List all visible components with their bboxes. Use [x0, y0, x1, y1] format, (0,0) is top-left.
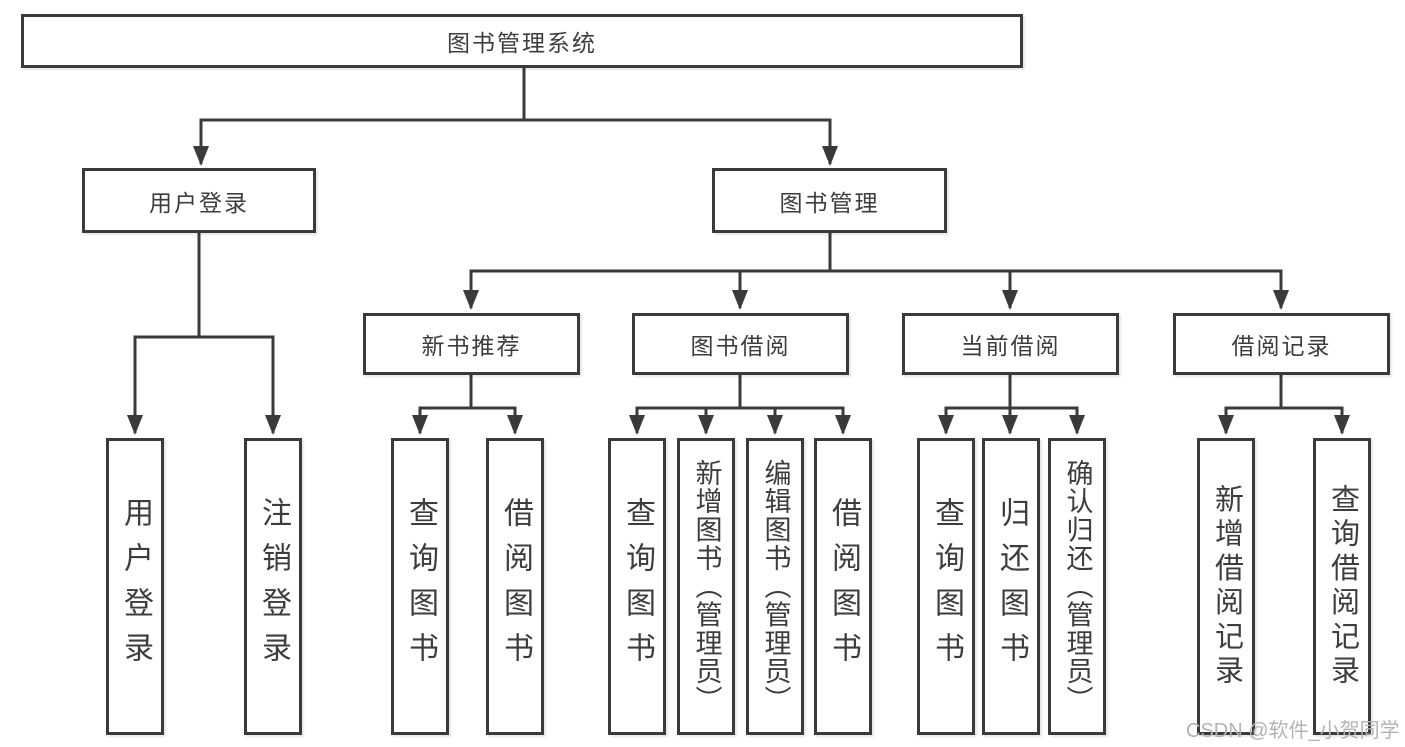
node-borrow-books-2: 借阅图书 [814, 438, 872, 735]
node-borrow-records: 借阅记录 [1173, 313, 1390, 375]
node-label: 编辑图书（管理员） [760, 458, 791, 715]
node-library-system: 图书管理系统 [21, 14, 1023, 68]
node-user-login-branch: 用户登录 [82, 168, 316, 233]
node-book-management: 图书管理 [712, 168, 947, 233]
node-label: 借阅记录 [1231, 333, 1332, 359]
node-label: 归还图书 [995, 496, 1028, 677]
node-label: 新增图书（管理员） [691, 458, 722, 715]
node-query-borrow-record: 查询借阅记录 [1313, 438, 1371, 735]
node-label: 图书借阅 [690, 333, 791, 359]
node-label: 借阅图书 [827, 496, 860, 677]
node-label: 当前借阅 [960, 333, 1061, 359]
node-label: 确认归还（管理员） [1062, 458, 1093, 715]
node-label: 查询图书 [930, 496, 963, 677]
node-label: 图书管理系统 [447, 30, 597, 56]
node-add-borrow-record: 新增借阅记录 [1197, 438, 1255, 735]
node-label: 用户登录 [119, 496, 152, 677]
node-confirm-return-admin: 确认归还（管理员） [1048, 438, 1106, 735]
csdn-watermark: CSDN @软件_小贺同学 [1186, 720, 1400, 742]
node-query-books-1: 查询图书 [391, 438, 449, 735]
node-label: 查询图书 [404, 496, 437, 677]
node-label: 注销登录 [257, 496, 290, 677]
node-label: 用户登录 [149, 189, 249, 216]
node-label: 查询图书 [621, 496, 654, 677]
node-edit-books-admin: 编辑图书（管理员） [746, 438, 804, 735]
node-query-books-2: 查询图书 [608, 438, 666, 735]
node-label: 图书管理 [779, 189, 880, 216]
node-borrow-books-1: 借阅图书 [486, 438, 544, 735]
node-label: 新书推荐 [421, 333, 522, 359]
node-label: 查询借阅记录 [1326, 483, 1359, 690]
node-label: 新增借阅记录 [1210, 483, 1243, 690]
node-current-borrowing: 当前借阅 [902, 313, 1119, 375]
node-label: 借阅图书 [499, 496, 532, 677]
node-new-book-recommend: 新书推荐 [363, 313, 580, 375]
node-user-login: 用户登录 [106, 438, 164, 735]
node-logout: 注销登录 [244, 438, 302, 735]
node-add-books-admin: 新增图书（管理员） [677, 438, 735, 735]
node-return-books: 归还图书 [982, 438, 1040, 735]
node-query-books-3: 查询图书 [917, 438, 975, 735]
node-book-borrowing: 图书借阅 [632, 313, 849, 375]
